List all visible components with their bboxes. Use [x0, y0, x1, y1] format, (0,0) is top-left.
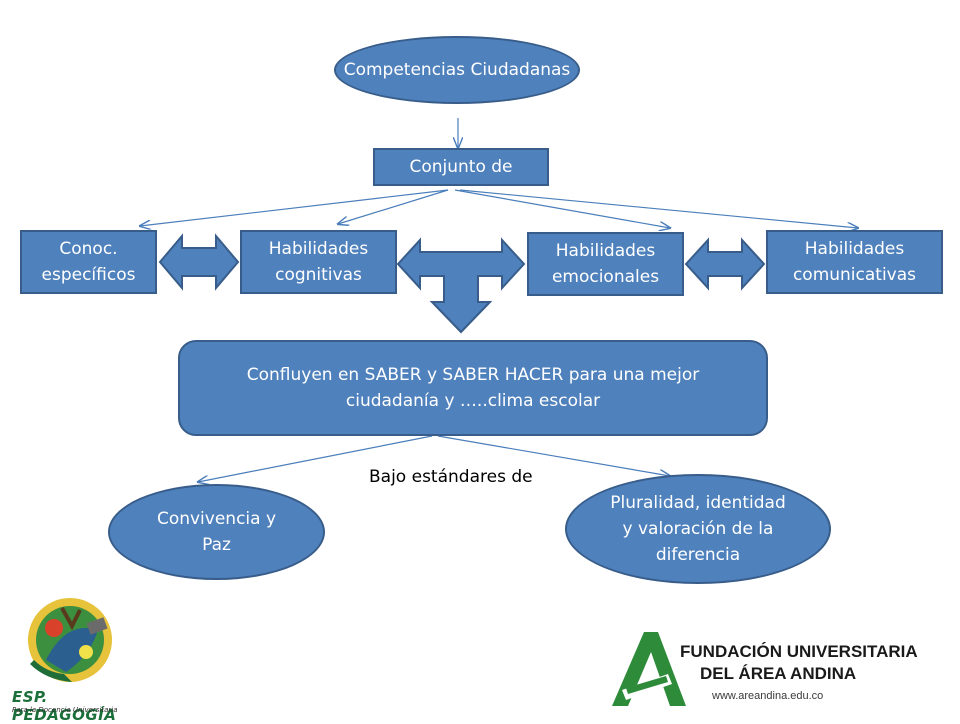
- connector-set-to-cognitive: [338, 189, 449, 224]
- esp-pedagogia-emblem-icon: [28, 598, 112, 682]
- knowledge-node-label: Conoc. específicos: [41, 239, 136, 285]
- areandina-a-icon: [612, 632, 686, 706]
- plurality-node-label: Pluralidad, identidad y valoración de la…: [610, 493, 786, 565]
- connector-set-to-knowledge: [140, 189, 449, 226]
- result-node-label: Confluyen en SABER y SABER HACER para un…: [246, 365, 700, 411]
- root-node-label: Competencias Ciudadanas: [343, 60, 571, 80]
- communicative-node: Habilidades comunicativas: [766, 230, 943, 294]
- areandina-logo: FUNDACIÓN UNIVERSITARIA DEL ÁREA ANDINA …: [608, 626, 918, 718]
- t-arrow-cognitive-emotional-result: [396, 237, 526, 334]
- result-node: Confluyen en SABER y SABER HACER para un…: [178, 340, 768, 436]
- set-node-label: Conjunto de: [409, 157, 513, 177]
- areandina-line2: DEL ÁREA ANDINA: [700, 664, 857, 683]
- connector-set-to-communicative: [459, 189, 858, 228]
- knowledge-node: Conoc. específicos: [20, 230, 157, 294]
- connector-result-to-coexistence: [198, 435, 433, 482]
- areandina-line1: FUNDACIÓN UNIVERSITARIA: [680, 642, 918, 661]
- esp-pedagogia-subtitle: Para la Docencia Universitaria: [12, 706, 118, 714]
- double-arrow-emotional-communicative: [684, 237, 766, 291]
- emotional-node-label: Habilidades emocionales: [551, 241, 660, 287]
- plurality-node: Pluralidad, identidad y valoración de la…: [565, 474, 831, 584]
- connector-result-to-plurality: [437, 435, 670, 476]
- root-node: Competencias Ciudadanas: [334, 36, 580, 104]
- coexistence-node: Convivencia y Paz: [108, 484, 325, 580]
- communicative-node-label: Habilidades comunicativas: [792, 239, 917, 285]
- coexistence-node-label: Convivencia y Paz: [156, 509, 277, 555]
- standards-label: Bajo estándares de: [369, 467, 533, 487]
- emotional-node: Habilidades emocionales: [527, 232, 684, 296]
- cognitive-node-label: Habilidades cognitivas: [268, 239, 369, 285]
- areandina-url: www.areandina.edu.co: [712, 690, 824, 702]
- esp-pedagogia-logo: ESP. PEDAGOGÍA Para la Docencia Universi…: [6, 590, 156, 724]
- cognitive-node: Habilidades cognitivas: [240, 230, 397, 294]
- double-arrow-knowledge-cognitive: [158, 233, 240, 291]
- connector-set-to-emotional: [454, 189, 670, 228]
- set-node: Conjunto de: [373, 148, 549, 186]
